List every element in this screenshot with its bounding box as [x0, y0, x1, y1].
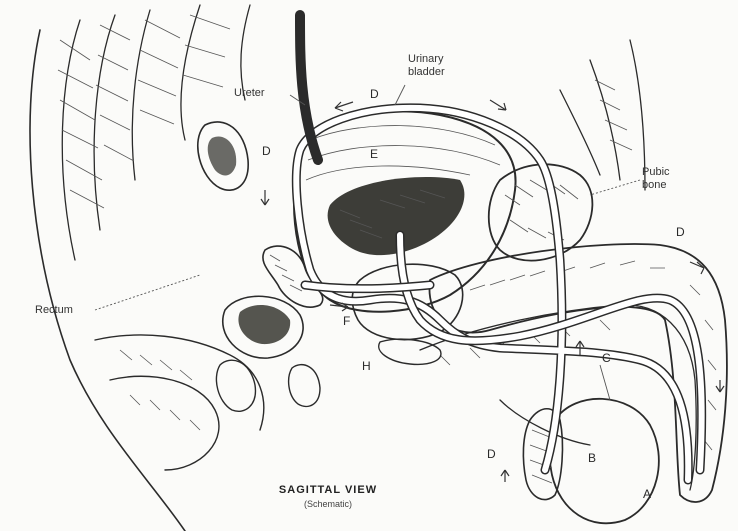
label-pubic-bone-line2: bone [642, 179, 666, 191]
letter-d-bottom: D [487, 447, 496, 461]
pelvic-outline [30, 5, 264, 531]
pubic-bone [489, 40, 645, 261]
letter-d-left: D [262, 144, 271, 158]
label-ureter: Ureter [234, 87, 265, 99]
diagram-title: SAGITTAL VIEW [279, 484, 377, 496]
label-pubic-bone-line1: Pubic [642, 166, 670, 178]
letter-c: C [602, 351, 611, 365]
letter-e: E [370, 147, 378, 161]
letter-h: H [362, 359, 371, 373]
letter-a: A [643, 487, 651, 501]
testis [500, 399, 659, 524]
label-rectum: Rectum [35, 304, 73, 316]
letter-d-top: D [370, 87, 379, 101]
urinary-bladder [294, 111, 515, 339]
letter-d-right: D [676, 225, 685, 239]
letter-f: F [343, 314, 350, 328]
label-urinary-bladder-line2: bladder [408, 66, 445, 78]
letter-b: B [588, 451, 596, 465]
label-urinary-bladder-line1: Urinary [408, 53, 444, 65]
ductus-deferens [296, 108, 688, 480]
bone-sections [198, 122, 320, 411]
diagram-subtitle: (Schematic) [304, 499, 352, 509]
